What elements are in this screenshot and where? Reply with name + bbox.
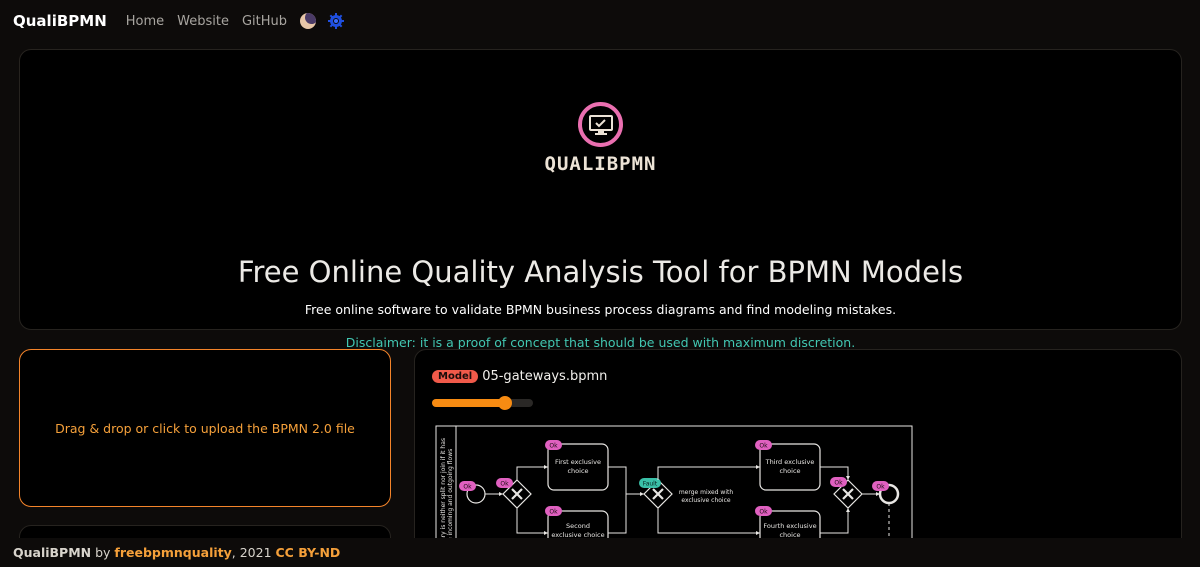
ok-badge: Ok [755,440,772,450]
ok-badge: Ok [545,440,562,450]
model-badge: Model [432,370,479,383]
logo: QUALIBPMN [20,102,1181,175]
lane-label-2: e incoming and outgoing flows [447,449,454,541]
svg-text:Ok: Ok [549,443,558,450]
svg-text:choice: choice [779,531,800,539]
svg-text:exclusive choice: exclusive choice [551,531,604,539]
logo-text: QUALIBPMN [544,153,657,175]
ok-badge: Ok [459,481,476,491]
gateway-label-line-2: exclusive choice [681,497,730,504]
fault-badge: Fault [639,478,661,488]
zoom-slider[interactable] [432,396,533,410]
footer-by: by [91,545,115,560]
model-panel: Model 05-gateways.bpmn ary is neither sp… [414,349,1182,559]
ok-badge: Ok [496,478,513,488]
footer-app-name: QualiBPMN [13,545,92,560]
task-first-exclusive-choice[interactable]: First exclusive choice [547,443,609,491]
svg-text:Ok: Ok [463,484,472,491]
svg-text:Second: Second [566,522,590,530]
svg-text:Fourth exclusive: Fourth exclusive [763,522,816,530]
gear-icon[interactable] [328,13,345,29]
navbar-brand[interactable]: QualiBPMN [13,12,107,30]
flow-arrowheads [499,465,880,535]
gateway-label-line-1: merge mixed with [679,489,734,496]
upload-label: Drag & drop or click to upload the BPMN … [55,420,355,436]
task-third-exclusive-choice[interactable]: Third exclusive choice [759,443,821,491]
svg-text:Ok: Ok [759,509,768,516]
navbar: QualiBPMN Home Website GitHub [0,0,1200,42]
svg-text:Ok: Ok [759,443,768,450]
svg-text:choice: choice [779,467,800,475]
svg-text:Ok: Ok [834,480,843,487]
sequence-flows [485,466,890,558]
upload-dropzone[interactable]: Drag & drop or click to upload the BPMN … [19,349,391,507]
ok-badge: Ok [872,481,889,491]
model-filename: 05-gateways.bpmn [482,369,608,384]
svg-text:Ok: Ok [549,509,558,516]
nav-link-home[interactable]: Home [125,13,165,29]
zoom-slider-fill [432,399,505,407]
svg-text:choice: choice [567,467,588,475]
svg-text:Ok: Ok [876,484,885,491]
moon-icon[interactable] [300,13,317,29]
ok-badge: Ok [830,477,847,487]
footer-year: , 2021 [231,545,276,560]
footer-license-link[interactable]: CC BY-ND [275,545,341,560]
svg-text:First exclusive: First exclusive [555,458,601,466]
footer: QualiBPMN by freebpmnquality , 2021 CC B… [0,538,1200,567]
svg-text:Ok: Ok [500,481,509,488]
nav-link-github[interactable]: GitHub [241,13,288,29]
model-header: Model 05-gateways.bpmn [432,369,607,384]
svg-text:Fault: Fault [643,481,658,488]
hero-panel: QUALIBPMN Free Online Quality Analysis T… [19,49,1182,350]
monitor-check-icon [578,102,623,147]
nav-link-website[interactable]: Website [177,13,229,29]
ok-badge: Ok [755,506,772,516]
page-subtitle: Free online software to validate BPMN bu… [304,302,897,317]
disclaimer-text: Disclaimer: it is a proof of concept tha… [345,335,856,350]
zoom-slider-thumb[interactable] [497,396,512,410]
footer-author-link[interactable]: freebpmnquality [114,545,232,560]
svg-text:Third exclusive: Third exclusive [765,458,815,466]
lane-label-1: ary is neither split nor join if it has [440,438,447,541]
ok-badge: Ok [545,506,562,516]
page-title: Free Online Quality Analysis Tool for BP… [237,255,964,289]
